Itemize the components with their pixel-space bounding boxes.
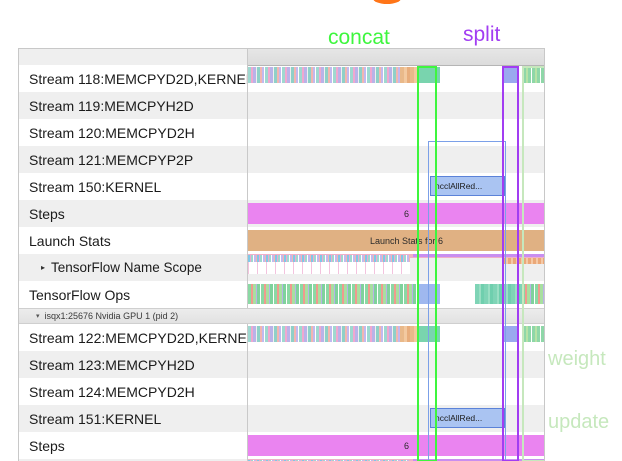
lane-label: Stream 124:MEMCPYD2H — [19, 378, 247, 405]
lane-track[interactable] — [247, 146, 544, 173]
name-scope-band[interactable] — [413, 254, 544, 257]
lane-track[interactable]: Launch Stats for 6 — [247, 227, 544, 254]
lane-row[interactable]: Launch Stats Launch Stats for 6 — [19, 227, 544, 254]
lane-label: Stream 151:KERNEL — [19, 405, 247, 432]
trace-slices-weight-update[interactable] — [523, 326, 544, 342]
lane-label: Stream 122:MEMCPYD2D,KERNEL,MI — [19, 324, 247, 351]
lane-track[interactable] — [247, 324, 544, 351]
name-scope-band[interactable] — [413, 459, 544, 461]
lane-row[interactable]: ▸ TensorFlow Name Scope — [19, 254, 544, 281]
lane-label: TensorFlow Name Scope — [51, 260, 202, 275]
lane-row[interactable]: Stream 150:KERNEL ncclAllRed... — [19, 173, 544, 200]
lane-label: Stream 120:MEMCPYD2H — [19, 119, 247, 146]
op-slices[interactable] — [248, 284, 418, 304]
lane-label: Steps — [19, 200, 247, 227]
trace-slices-weight-update[interactable] — [523, 67, 544, 83]
lane-label: Steps — [19, 432, 247, 459]
lane-track[interactable] — [247, 378, 544, 405]
lane-row[interactable]: Stream 120:MEMCPYD2H — [19, 119, 544, 146]
lane-row[interactable]: Stream 119:MEMCPYH2D — [19, 92, 544, 119]
name-scope-slices[interactable] — [248, 262, 410, 274]
lane-label: Stream 121:MEMCPYP2P — [19, 146, 247, 173]
trace-slices[interactable] — [248, 326, 400, 342]
lane-track[interactable]: ncclAllRed... — [247, 405, 544, 432]
lane-row[interactable]: Stream 123:MEMCPYH2D — [19, 351, 544, 378]
annotation-weight-update: weight update — [548, 307, 609, 461]
op-slices[interactable] — [475, 284, 522, 304]
lane-track[interactable] — [247, 119, 544, 146]
annotation-weight-line2: update — [548, 411, 610, 433]
annotation-split: split — [463, 23, 501, 46]
lane-track[interactable] — [247, 65, 544, 92]
orange-marker-icon — [373, 0, 401, 4]
lane-label: Stream 119:MEMCPYH2D — [19, 92, 247, 119]
lane-label: Stream 123:MEMCPYH2D — [19, 351, 247, 378]
op-slice-concat[interactable] — [418, 284, 440, 304]
lane-track[interactable]: 6 — [247, 432, 544, 459]
lane-row[interactable]: Steps 6 — [19, 432, 544, 459]
annotation-weight-line1: weight — [548, 348, 606, 370]
lane-row[interactable]: Stream 124:MEMCPYD2H — [19, 378, 544, 405]
section-header-gpu1[interactable]: ▾ isqx1:25676 Nvidia GPU 1 (pid 2) — [19, 308, 544, 324]
trace-slices[interactable] — [400, 326, 418, 342]
trace-timeline-panel[interactable]: ▾ isqx1:25676 Nvidia GPU 0 (pid 1) Strea… — [18, 48, 545, 461]
lane-label-name-scope[interactable]: ▸ TensorFlow Name Scope — [19, 254, 247, 281]
ruler-left-gutter — [19, 49, 248, 66]
chevron-down-icon[interactable]: ▾ — [36, 312, 40, 320]
launch-stats-bar[interactable]: Launch Stats for 6 — [248, 230, 544, 251]
name-scope-slices[interactable] — [248, 255, 410, 262]
lane-track[interactable] — [247, 92, 544, 119]
step-bar[interactable]: 6 — [248, 203, 544, 224]
lane-track[interactable] — [247, 254, 544, 281]
lane-row[interactable]: Stream 121:MEMCPYP2P — [19, 146, 544, 173]
trace-slice-concat[interactable] — [418, 67, 440, 83]
chevron-right-icon[interactable]: ▸ — [41, 262, 46, 272]
trace-slice-concat[interactable] — [418, 326, 440, 342]
lane-row[interactable]: Steps 6 — [19, 200, 544, 227]
nccl-allreduce-slice[interactable]: ncclAllRed... — [430, 408, 505, 428]
nccl-allreduce-slice[interactable]: ncclAllRed... — [430, 176, 505, 196]
section-header-label: isqx1:25676 Nvidia GPU 1 (pid 2) — [44, 311, 179, 321]
lane-label: Stream 150:KERNEL — [19, 173, 247, 200]
annotation-concat: concat — [328, 26, 390, 49]
name-scope-slices[interactable] — [503, 258, 544, 264]
lane-label: TensorFlow Ops — [19, 281, 247, 308]
trace-slice-split[interactable] — [503, 67, 519, 83]
lane-label-name-scope[interactable]: ▸ TensorFlow Name Scope — [19, 459, 247, 461]
lane-label: Stream 118:MEMCPYD2D,KERNEL,ME — [19, 65, 247, 92]
op-slices-weight-update[interactable] — [522, 284, 544, 304]
lane-row[interactable]: Stream 118:MEMCPYD2D,KERNEL,ME — [19, 65, 544, 92]
lane-track[interactable]: ncclAllRed... — [247, 173, 544, 200]
lane-track[interactable] — [247, 351, 544, 378]
step-bar[interactable]: 6 — [248, 435, 544, 456]
trace-slice-split[interactable] — [503, 326, 519, 342]
lane-track[interactable] — [247, 281, 544, 308]
lane-track[interactable]: 6 — [247, 200, 544, 227]
lane-row[interactable]: TensorFlow Ops — [19, 281, 544, 308]
lane-row[interactable]: Stream 122:MEMCPYD2D,KERNEL,MI — [19, 324, 544, 351]
trace-slices[interactable] — [248, 67, 400, 83]
trace-slices[interactable] — [400, 67, 418, 83]
lane-row[interactable]: Stream 151:KERNEL ncclAllRed... — [19, 405, 544, 432]
lane-label: Launch Stats — [19, 227, 247, 254]
